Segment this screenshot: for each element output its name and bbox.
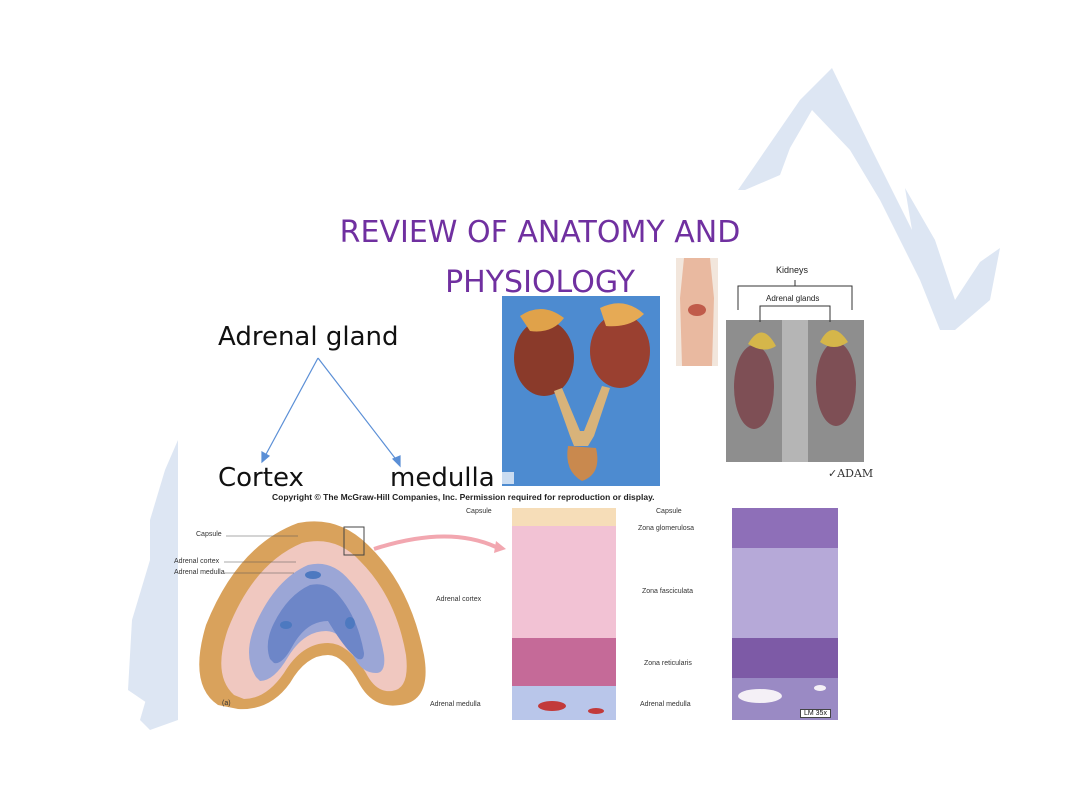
kidney-adrenal-diagram	[726, 280, 864, 462]
adrenal-zones-illustration	[512, 508, 616, 720]
adrenal-medulla-label: Adrenal medulla	[174, 569, 225, 576]
medulla-label: medulla	[390, 463, 495, 493]
slide-title: REVIEW OF ANATOMY AND PHYSIOLOGY	[300, 208, 780, 308]
kidneys-label: Kidneys	[776, 265, 809, 275]
torso-thumbnail	[676, 258, 718, 366]
zone-adrenal-cortex-label: Adrenal cortex	[436, 596, 482, 603]
zone-capsule-left-label: Capsule	[466, 508, 492, 515]
adam-credit: ✓ADAM	[828, 467, 873, 480]
adrenal-gland-label: Adrenal gland	[218, 322, 399, 352]
adam-logo-icon: ✓	[828, 467, 838, 480]
adrenal-cross-section-illustration	[178, 505, 508, 720]
zona-reticularis-label: Zona reticularis	[644, 660, 692, 667]
arrow-to-cortex	[263, 357, 319, 459]
slide-title-line-1: REVIEW OF ANATOMY AND	[339, 215, 741, 250]
copyright-notice: Copyright © The McGraw-Hill Companies, I…	[272, 492, 655, 502]
panel-a-label: (a)	[222, 700, 231, 707]
slide-title-line-2: PHYSIOLOGY	[445, 265, 635, 300]
magnification-label: LM 35x	[800, 709, 831, 718]
cortex-label: Cortex	[218, 463, 304, 493]
adrenal-cortex-label: Adrenal cortex	[174, 558, 220, 565]
capsule-label: Capsule	[196, 531, 222, 538]
adam-credit-text: ADAM	[837, 467, 874, 480]
kidney-specimen-photo	[502, 296, 660, 486]
zona-fasciculata-label: Zona fasciculata	[642, 588, 693, 595]
zone-adrenal-medulla-left-label: Adrenal medulla	[430, 701, 481, 708]
arrow-to-medulla	[317, 357, 399, 463]
zone-capsule-right-label: Capsule	[656, 508, 682, 515]
zone-adrenal-medulla-right-label: Adrenal medulla	[640, 701, 691, 708]
adrenal-glands-label: Adrenal glands	[766, 294, 820, 303]
adrenal-micrograph	[732, 508, 838, 720]
zona-glomerulosa-label: Zona glomerulosa	[638, 525, 695, 532]
